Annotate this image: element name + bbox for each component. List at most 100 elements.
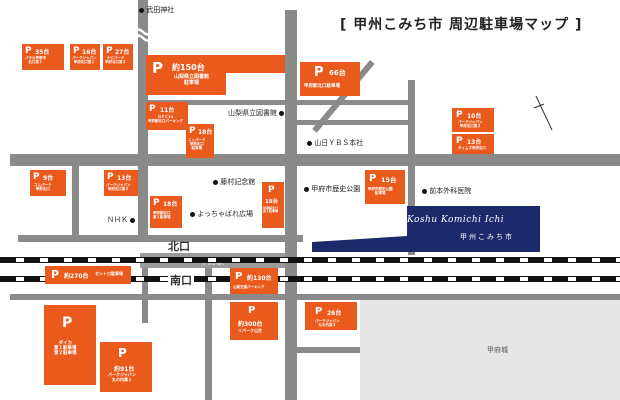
landmark-takeda-shrine: 武田神社: [139, 5, 174, 15]
landmark-history-park: 甲府市歴史公園: [304, 184, 360, 194]
parking-lot-10[interactable]: P 10台 パークジャパン 甲府北口第２: [452, 108, 494, 132]
parking-lot-13b[interactable]: P 13台 パークジャパン 甲府北口第３: [104, 170, 138, 196]
road-castle-edge: [297, 347, 360, 353]
parking-capacity: 13台: [117, 175, 132, 182]
parking-name: パークジャパン 甲府北口第１: [72, 56, 97, 65]
banner-script-title: Koshu Komichi Ichi: [407, 215, 505, 225]
landmark-label: 藤村記念館: [220, 178, 256, 186]
parking-name: セントロ駐車場: [95, 271, 123, 276]
parking-p-icon: P: [248, 305, 256, 316]
road-south-horizontal: [10, 294, 620, 300]
banner-shape: [312, 206, 540, 252]
road-upper-vertical: [138, 0, 148, 240]
parking-p-icon: P: [314, 65, 324, 80]
parking-capacity: 約91台: [114, 366, 135, 373]
landmark-library: 山梨県立図書館: [228, 108, 285, 118]
parking-name: ニッパーク 甲府北口 駐車場: [188, 138, 206, 151]
parking-name: パークジャパン 甲府北口第３: [106, 183, 131, 192]
parking-name: ダイカ 第１駐車場 第２駐車場: [54, 341, 77, 357]
castle-label: 甲府城: [487, 346, 508, 354]
banner-label: 甲州こみち市: [460, 233, 514, 241]
landmark-label: 山日ＹＢＳ本社: [314, 139, 364, 147]
parking-p-icon: P: [456, 136, 463, 146]
castle-area: [360, 300, 620, 400]
parking-name: パークジャパン 丸の内第２: [108, 372, 136, 382]
road-north-horizontal: [148, 100, 408, 105]
road-main-vertical: [285, 10, 297, 400]
landmark-ybs: 山日ＹＢＳ本社: [307, 138, 363, 148]
parking-name: パークジャパン 甲府北口第２: [458, 120, 483, 129]
parking-lot-15[interactable]: P 15台 甲府市歴史公園 駐車場: [365, 170, 405, 204]
parking-lot-daiga[interactable]: P ダイカ 第１駐車場 第２駐車場: [44, 305, 96, 385]
parking-lot-300[interactable]: P 約300台 リパーク山交: [230, 302, 278, 340]
landmark-nhk: ＮＨＫ: [107, 215, 136, 225]
parking-capacity: 10台: [467, 113, 482, 120]
parking-lot-9[interactable]: P 9台 コムパーク 甲府北口: [30, 170, 66, 196]
parking-capacity: 26台: [327, 310, 342, 317]
parking-capacity: 約150台: [172, 63, 205, 72]
parking-lot-18a[interactable]: P 18台 ニッパーク 甲府北口 駐車場: [186, 124, 214, 158]
landmark-dot-icon: [213, 179, 218, 185]
parking-p-icon: P: [315, 306, 323, 317]
parking-lot-91[interactable]: P 約91台 パークジャパン 丸の内第２: [100, 342, 152, 392]
landmark-maemoto: 前本外科医院: [422, 186, 471, 196]
map-title: [ 甲州こみち市 周辺駐車場マップ ]: [340, 17, 583, 33]
parking-name: 山梨交通パーキング: [233, 285, 265, 289]
parking-capacity: 13台: [467, 139, 482, 146]
landmark-label: 武田神社: [146, 6, 175, 14]
parking-capacity: 35台: [35, 49, 50, 56]
landmark-label: 前本外科医院: [429, 187, 472, 195]
parking-lot-66[interactable]: P 66台 甲府駅北口駐車場: [300, 62, 360, 96]
parking-lot-16[interactable]: P 16台 パークジャパン 甲府北口第１: [70, 44, 100, 70]
landmark-dot-icon: [130, 217, 136, 223]
parking-p-icon: P: [118, 346, 127, 360]
parking-lot-26[interactable]: P 26台 パークジャパン 丸の内第３: [305, 302, 357, 330]
parking-capacity: 18台: [163, 201, 178, 208]
parking-name: 甲府駅北口 第１駐車場: [153, 211, 171, 220]
parking-lot-18b[interactable]: P 18台 甲府駅北口 第１駐車場: [150, 196, 182, 228]
road-right-vertical: [408, 80, 415, 255]
parking-capacity: 18台: [198, 129, 213, 136]
landmark-dot-icon: [307, 140, 312, 146]
landmark-yocchoi: よっちゃばれ広場: [190, 209, 253, 219]
parking-capacity: 66台: [329, 69, 346, 77]
parking-p-icon: P: [62, 315, 73, 331]
landmark-dot-icon: [139, 7, 144, 13]
parking-capacity: 16台: [82, 49, 97, 56]
parking-name: 甲府駅北口 第２駐車場: [263, 206, 279, 214]
parking-lot-130[interactable]: P 約130台 山梨交通パーキング: [230, 268, 278, 294]
north-arrow-icon: [533, 95, 553, 131]
south-exit-label: 南口: [168, 272, 194, 288]
parking-lot-11[interactable]: P 11台 ＮＰＣ24 甲府駅北口パーキング: [146, 102, 188, 130]
road-main-horizontal: [10, 154, 620, 166]
parking-lot-35[interactable]: P 35台 パラカ甲府市 北口第１: [22, 44, 64, 70]
parking-p-icon: P: [25, 46, 32, 56]
parking-lot-27[interactable]: P 27台 ナビパーク 甲府北口第２: [103, 44, 133, 70]
parking-capacity: 約300台: [238, 321, 263, 328]
parking-p-icon: P: [73, 46, 80, 56]
parking-capacity: 約130台: [247, 275, 272, 282]
parking-name: パラカ甲府市 北口第１: [25, 56, 46, 65]
landmark-fujimura: 藤村記念館: [213, 177, 255, 187]
parking-lot-13a[interactable]: P 13台 タイムズ甲府北口: [452, 134, 494, 154]
parking-name: パークジャパン 丸の内第３: [315, 319, 340, 328]
parking-150-wing: [226, 55, 285, 73]
parking-lot-270[interactable]: P 約270台 セントロ駐車場: [45, 266, 131, 284]
road-left-vertical: [72, 155, 79, 240]
parking-lot-18c[interactable]: P 18台 甲府駅北口 第２駐車場: [262, 182, 284, 228]
parking-name: ナビパーク 甲府北口第２: [105, 56, 126, 65]
north-exit-label: 北口: [168, 240, 190, 253]
parking-lot-150[interactable]: P 約150台 山梨県立図書館 駐車場: [146, 55, 226, 95]
parking-p-icon: P: [33, 172, 40, 182]
parking-name: ＮＰＣ24 甲府駅北口パーキング: [148, 115, 183, 124]
road-break-icon: [132, 28, 154, 42]
parking-name: リパーク山交: [238, 328, 262, 333]
parking-capacity: 27台: [115, 49, 130, 56]
landmark-dot-icon: [422, 188, 427, 194]
landmark-label: 山梨県立図書館: [228, 109, 277, 117]
parking-name: 甲府駅北口駐車場: [304, 84, 340, 89]
parking-p-icon: P: [106, 46, 113, 56]
parking-p-icon: P: [235, 271, 243, 282]
landmark-label: ＮＨＫ: [107, 216, 128, 224]
